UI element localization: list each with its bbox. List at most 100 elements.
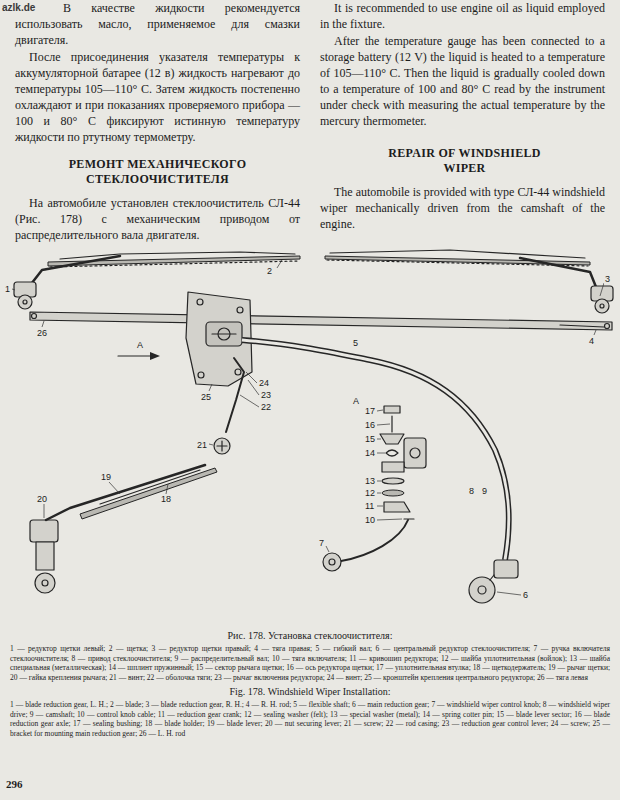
callout-number: 11	[364, 501, 375, 511]
body-paragraph: It is recommended to use engine oil as l…	[320, 0, 605, 32]
callout-number: 19	[100, 472, 112, 482]
exploded-gear-parts	[382, 462, 404, 472]
callout-number: А	[136, 340, 144, 350]
leader-lines	[377, 424, 390, 425]
leader-lines	[377, 481, 381, 482]
figure-caption: Fig. 178. Windshield Wiper Installation:	[10, 686, 610, 698]
exploded-gear-parts	[386, 450, 398, 456]
view-arrow	[150, 352, 160, 360]
wiper-rods	[605, 324, 610, 329]
leader-lines	[42, 321, 44, 327]
leader-lines	[377, 493, 381, 494]
leader-lines	[377, 453, 385, 454]
callout-number: 14	[364, 448, 376, 458]
exploded-gear-parts	[382, 490, 404, 496]
leader-lines	[326, 546, 329, 552]
callout-number: 25	[200, 392, 212, 402]
control-knob	[341, 520, 408, 561]
callout-number: 15	[364, 434, 376, 444]
mounting-bracket	[235, 369, 241, 375]
control-cable	[217, 441, 227, 451]
leader-lines	[594, 330, 596, 335]
exploded-gear-parts	[382, 478, 404, 484]
exploded-gear-parts	[384, 406, 400, 413]
left-reduction-gear	[18, 295, 32, 309]
callout-number: 5	[352, 338, 359, 348]
callout-number: 7	[318, 538, 325, 548]
main-reduction-gear	[478, 586, 486, 594]
section-heading: РЕМОНТ МЕХАНИЧЕСКОГО СТЕКЛООЧИСТИТЕЛЯ	[65, 157, 250, 187]
callout-number: 18	[160, 494, 172, 504]
control-knob	[329, 559, 335, 565]
watermark: azlk.de	[2, 2, 35, 14]
leader-lines	[166, 484, 168, 494]
legend-text: 1 — blade reduction gear, L. H.; 2 — bla…	[10, 700, 610, 738]
callout-number: 13	[364, 476, 376, 486]
callout-number: 17	[364, 406, 376, 416]
left-reduction-gear	[23, 300, 27, 304]
right-wiper-blade	[330, 250, 585, 258]
control-cable	[214, 358, 244, 454]
callout-number: 16	[364, 420, 376, 430]
wiper-rods	[30, 312, 612, 330]
lower-wiper-assembly	[35, 573, 55, 593]
flexible-shaft	[242, 340, 509, 560]
leader-lines	[377, 506, 383, 507]
main-reduction-gear	[494, 560, 518, 578]
callout-number: 24	[258, 378, 270, 388]
left-wiper-blade	[60, 252, 295, 259]
body-paragraph: The automobile is provided with type СЛ-…	[320, 184, 605, 232]
lower-wiper-assembly	[36, 542, 54, 570]
lower-wiper-assembly	[42, 580, 48, 586]
lower-wiper-assembly	[80, 468, 217, 519]
callout-number: 3	[604, 274, 611, 284]
leader-lines	[377, 439, 381, 440]
body-paragraph: На автомобиле установлен стеклоочистител…	[15, 195, 300, 243]
exploded-gear-parts	[404, 438, 426, 468]
leader-lines	[497, 592, 521, 595]
legend-text: 1 — редуктор щетки левый; 2 — щетка; 3 —…	[10, 644, 610, 682]
section-heading: REPAIR OF WINDSHIELD WIPER	[372, 146, 557, 176]
right-reduction-gear	[600, 304, 604, 308]
callout-number: 21	[196, 440, 208, 450]
callout-number: 26	[36, 328, 48, 338]
leader-lines	[377, 519, 402, 520]
mounting-bracket	[198, 372, 204, 378]
flexible-shaft	[242, 340, 509, 560]
callout-number: 2	[266, 266, 273, 276]
body-paragraph: В качестве жидкости рекомендуется исполь…	[15, 0, 300, 48]
right-wiper-blade	[325, 250, 598, 292]
callout-number: 8	[468, 486, 475, 496]
callout-number: 6	[522, 590, 529, 600]
callout-number: А	[352, 396, 360, 406]
left-reduction-gear	[14, 282, 36, 309]
control-cable	[226, 358, 244, 432]
mounting-bracket	[212, 333, 236, 334]
left-wiper-blade	[28, 256, 120, 288]
callout-number: 4	[588, 336, 595, 346]
callout-number: 1	[4, 284, 11, 294]
exploded-gear-parts	[380, 406, 426, 519]
view-arrow	[118, 355, 152, 356]
leader-lines	[240, 395, 259, 407]
mounting-bracket	[197, 299, 203, 305]
wiper-rods	[560, 325, 604, 327]
leader-lines	[109, 482, 120, 494]
leader-lines	[277, 260, 282, 268]
lower-wiper-assembly	[46, 465, 205, 520]
leader-lines	[209, 384, 212, 391]
right-wiper-blade	[520, 258, 598, 292]
exploded-gear-parts	[410, 448, 420, 458]
main-reduction-gear	[469, 560, 518, 603]
control-knob	[323, 520, 408, 571]
body-paragraph: After the temperature gauge has been con…	[320, 33, 605, 129]
leader-lines	[600, 283, 604, 296]
control-cable	[214, 438, 230, 454]
leader-lines	[12, 260, 604, 595]
callout-number: 23	[260, 390, 272, 400]
callout-number: 10	[364, 515, 376, 525]
callout-number: 22	[260, 402, 272, 412]
view-arrow	[118, 352, 160, 360]
leader-lines	[44, 504, 45, 518]
